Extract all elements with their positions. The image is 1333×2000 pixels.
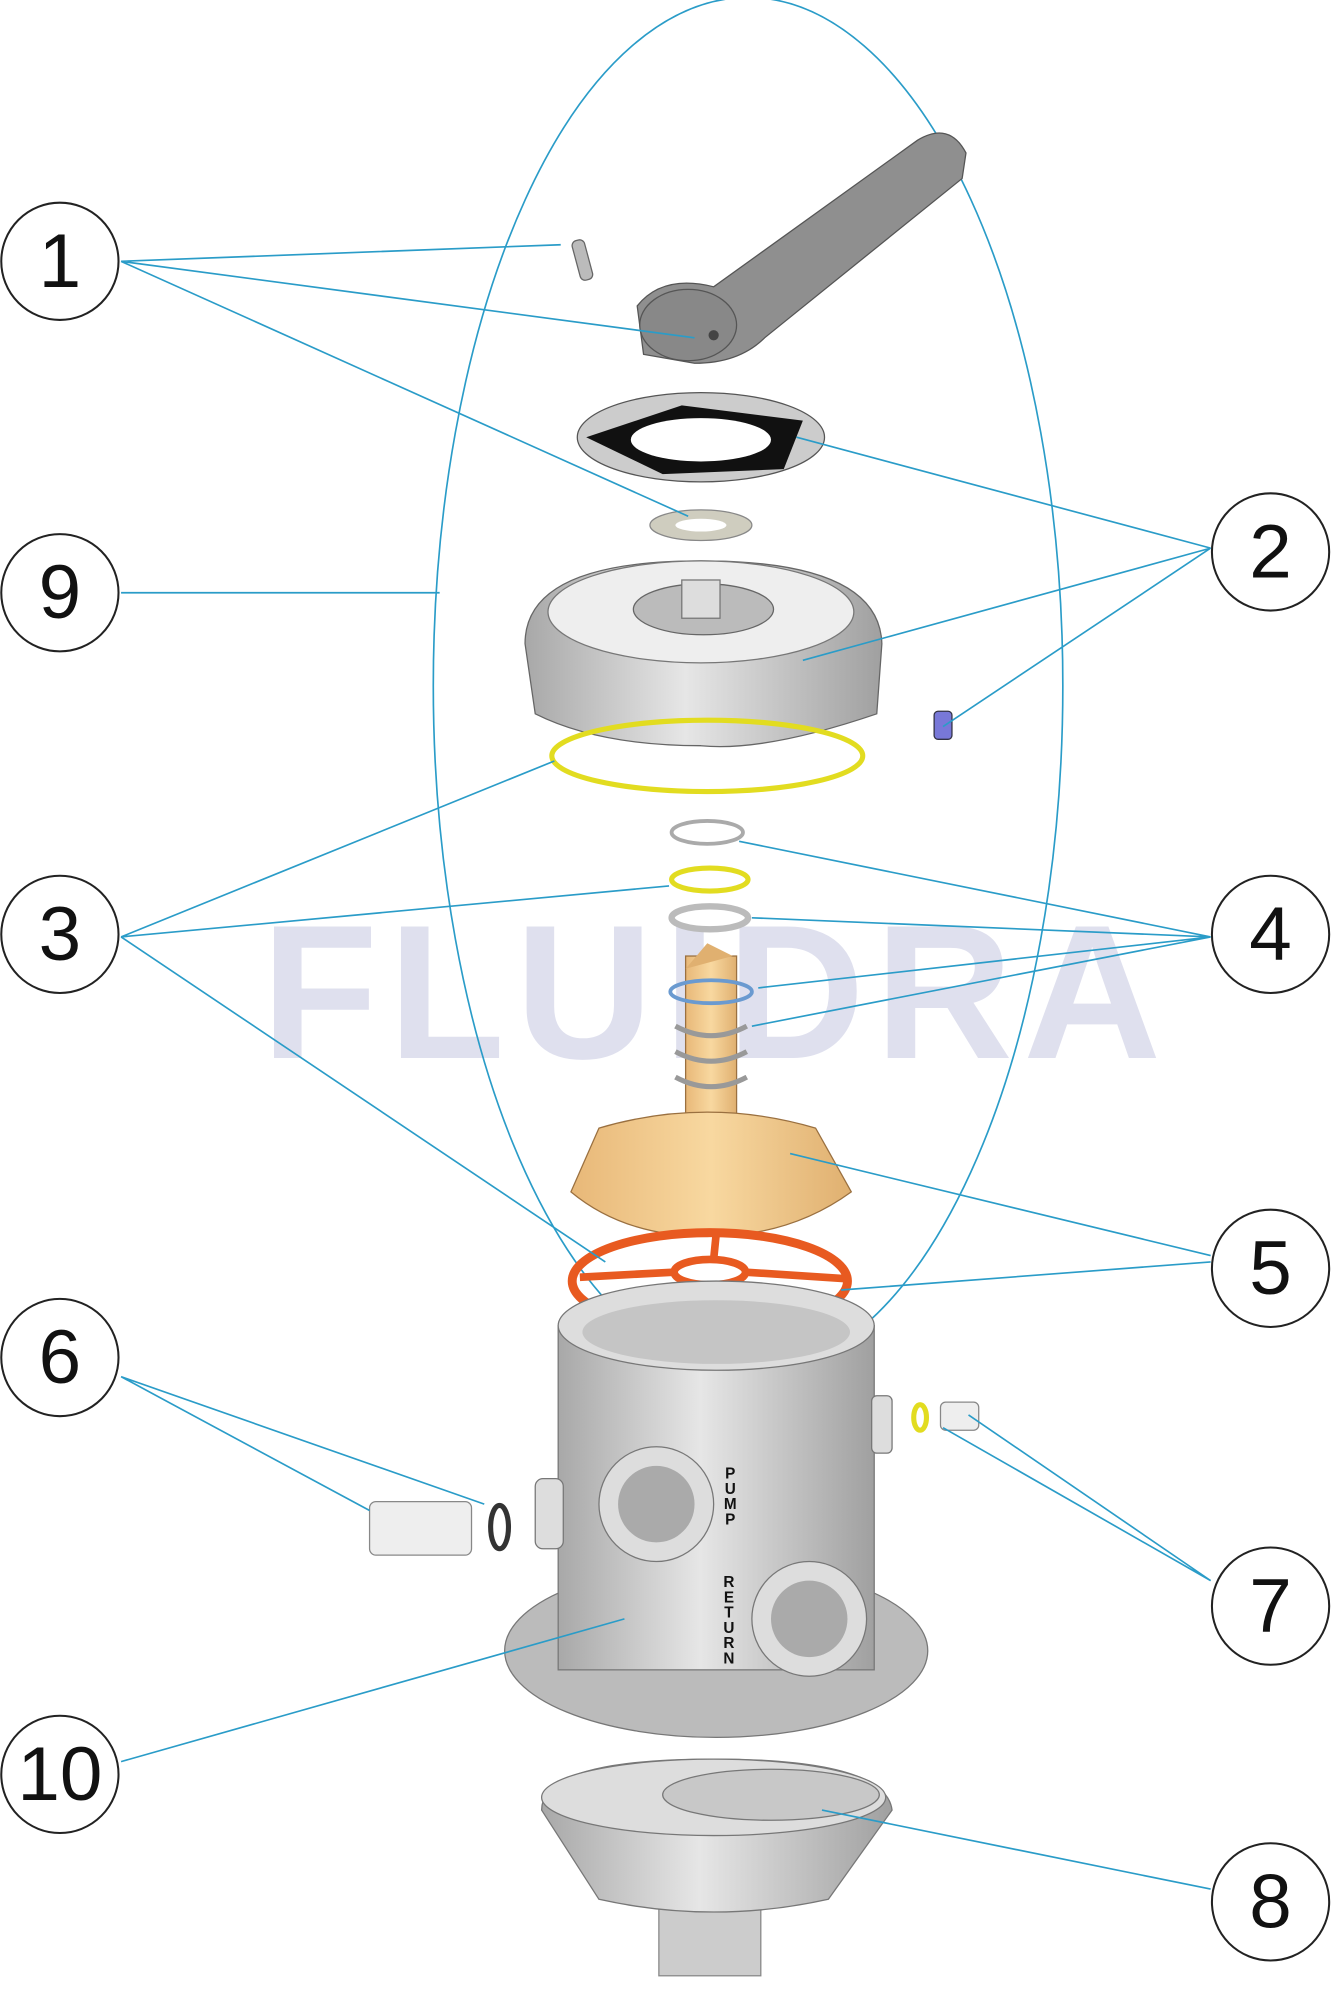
callout-number: 9	[39, 550, 82, 635]
callout-number: 3	[39, 892, 82, 977]
callout-number: 10	[17, 1732, 102, 1817]
shaft-o-ring-2	[669, 865, 751, 894]
base-diffuser	[540, 1758, 893, 1977]
pump-letter: M	[724, 1496, 737, 1513]
leader-lines	[120, 243, 1212, 1890]
callout-number: 8	[1249, 1859, 1292, 1944]
shaft-o-ring-1	[669, 818, 745, 846]
pump-letter: P	[725, 1512, 735, 1529]
callout-2: 2	[1210, 492, 1331, 612]
pump-letter: P	[725, 1466, 735, 1483]
callout-number: 1	[39, 219, 82, 304]
callout-8: 8	[1210, 1842, 1331, 1962]
handle	[636, 132, 967, 364]
rotor	[570, 943, 853, 1238]
callout-number: 5	[1249, 1226, 1292, 1311]
callout-number: 4	[1249, 892, 1292, 977]
callout-number: 6	[39, 1315, 82, 1400]
cover-gasket	[576, 391, 826, 483]
washer	[649, 509, 753, 542]
return-letter: N	[723, 1650, 734, 1667]
return-letter: U	[723, 1620, 734, 1637]
drain-plug	[911, 1401, 980, 1433]
callout-1: 1	[0, 201, 120, 321]
valve-cover	[524, 560, 883, 748]
return-letter: T	[724, 1605, 734, 1622]
handle-pin	[571, 239, 594, 281]
return-label: R E T U R N	[723, 1574, 734, 1667]
bleed-screw	[933, 710, 953, 740]
pump-letter: U	[725, 1481, 736, 1498]
shaft-washer	[668, 903, 752, 933]
callout-number: 2	[1249, 509, 1292, 594]
callout-4: 4	[1210, 874, 1331, 995]
callout-3: 3	[0, 874, 120, 995]
valve-body	[504, 1280, 929, 1739]
callout-5: 5	[1210, 1208, 1331, 1328]
cover-o-ring	[549, 717, 866, 795]
return-letter: E	[724, 1589, 734, 1606]
return-letter: R	[723, 1635, 734, 1652]
callout-7: 7	[1210, 1546, 1331, 1666]
callout-10: 10	[0, 1714, 120, 1835]
return-letter: R	[723, 1574, 734, 1591]
pipe-adapter	[368, 1500, 512, 1556]
callout-number: 7	[1249, 1564, 1292, 1649]
callout-9: 9	[0, 533, 120, 653]
callout-6: 6	[0, 1297, 120, 1418]
pump-label: P U M P	[724, 1466, 737, 1529]
